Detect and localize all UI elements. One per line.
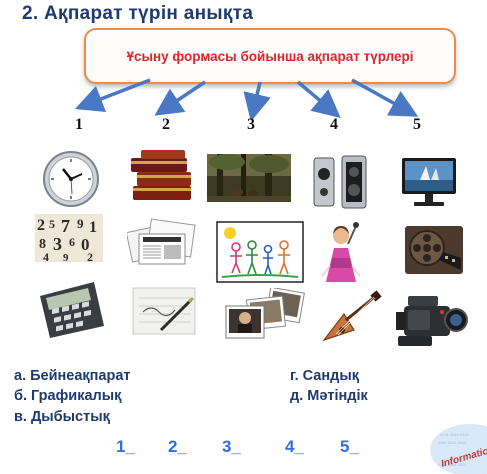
arrow-2	[154, 80, 206, 116]
exercise-title: 2. Ақпарат түрін анықта	[22, 3, 254, 24]
arrow-5	[351, 78, 419, 117]
svg-text:0101 1010 0110: 0101 1010 0110	[440, 432, 469, 437]
column-number-3: 3	[247, 116, 255, 133]
option-g: г. Сандық	[290, 368, 359, 384]
arrow-4	[296, 80, 341, 119]
notebook-icon	[132, 287, 196, 335]
svg-text:4: 4	[43, 250, 49, 262]
answer-blank-4[interactable]: 4_	[285, 437, 304, 456]
svg-text:1: 1	[89, 219, 97, 236]
answer-blank-1[interactable]: 1_	[116, 437, 135, 456]
column-number-4: 4	[330, 116, 338, 133]
arrow-1	[74, 78, 151, 113]
photos-icon	[225, 288, 305, 339]
video-camera-icon	[396, 296, 468, 346]
monitor-icon	[402, 158, 456, 206]
svg-text:8: 8	[39, 237, 46, 252]
answer-blank-5[interactable]: 5_	[340, 437, 359, 456]
svg-text:7: 7	[61, 216, 70, 236]
svg-text:5: 5	[49, 217, 55, 231]
svg-text:2: 2	[87, 250, 93, 262]
digits-icon: 2 5 7 9 1 8 3 6 0 4 9 2	[35, 214, 103, 262]
column-number-1: 1	[75, 116, 83, 133]
answer-blank-3[interactable]: 3_	[222, 437, 241, 456]
film-reel-icon	[405, 226, 463, 274]
svg-text:9: 9	[63, 252, 69, 262]
prompt-text: Ұсыну формасы бойынша ақпарат түрлері	[126, 48, 414, 64]
newspapers-icon	[127, 218, 196, 265]
svg-text:9: 9	[77, 216, 84, 231]
svg-text:2: 2	[37, 217, 45, 234]
speakers-icon	[313, 155, 367, 209]
child-drawing-icon	[216, 221, 304, 283]
balalaika-icon	[322, 290, 382, 342]
singer-icon	[321, 222, 361, 282]
option-a: а. Бейнеақпарат	[14, 368, 131, 384]
prompt-box: Ұсыну формасы бойынша ақпарат түрлері	[84, 28, 456, 84]
arrow-3	[243, 81, 271, 120]
option-b: б. Графикалық	[14, 388, 122, 404]
column-number-2: 2	[162, 116, 170, 133]
arrows	[74, 78, 419, 120]
books-icon	[131, 150, 191, 200]
forest-painting-icon	[207, 154, 291, 202]
svg-text:6: 6	[69, 235, 75, 249]
clock-icon	[43, 151, 99, 207]
svg-text:1100 0011 1010: 1100 0011 1010	[438, 440, 467, 445]
informatica-logo: 0101 1010 0110 1100 0011 1010 0110 1001 …	[430, 424, 487, 474]
svg-text:3: 3	[53, 234, 62, 254]
option-d: д. Мәтіндік	[290, 388, 368, 404]
option-v: в. Дыбыстық	[14, 409, 110, 425]
svg-text:0: 0	[81, 235, 90, 254]
answer-blank-2[interactable]: 2_	[168, 437, 187, 456]
column-number-5: 5	[413, 116, 421, 133]
calculator-icon	[40, 282, 104, 338]
